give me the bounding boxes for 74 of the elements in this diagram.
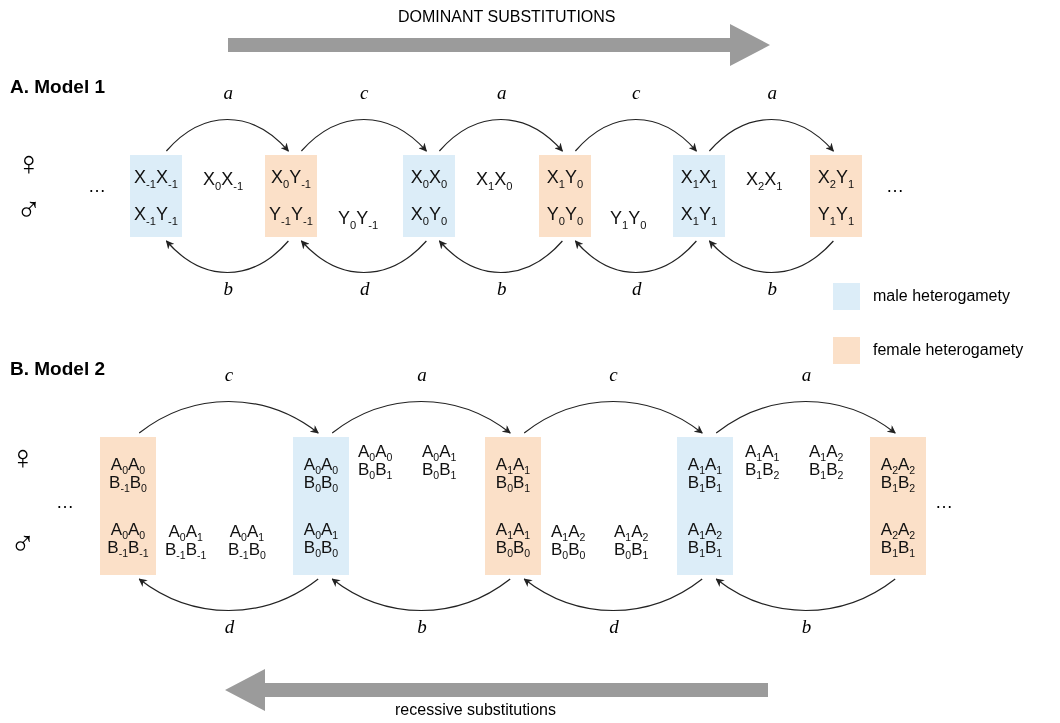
legend-text: male heterogamety xyxy=(873,287,1010,305)
genotype-text: A$_{1}$A$_{2}$ B$_{1}$B$_{1}$ xyxy=(687,520,723,557)
curved-arrow xyxy=(708,240,834,274)
curved-arrow xyxy=(438,240,563,274)
genotype-text: A$_{0}$A$_{0}$ B$_{-1}$B$_{-1}$ xyxy=(107,520,149,557)
genotype-text: X$_{2}$Y$_{1}$ xyxy=(817,168,855,187)
genotype-text: X$_{1}$X$_{1}$ xyxy=(680,168,718,187)
genotype-text: A$_{0}$A$_{1}$ B$_{0}$B$_{0}$ xyxy=(303,520,339,557)
genotype-text: X$_{1}$X$_{0}$ xyxy=(476,170,513,189)
genotype-text: X$_{1}$Y$_{0}$ xyxy=(546,168,584,187)
ellipsis: … xyxy=(935,492,953,513)
genotype-text: X$_{2}$X$_{1}$ xyxy=(746,170,783,189)
curved-arrow xyxy=(715,400,896,434)
genotype-box xyxy=(673,155,725,237)
genotype-text: Y$_{1}$Y$_{0}$ xyxy=(610,209,647,228)
curved-arrow xyxy=(165,118,289,152)
genotype-box xyxy=(265,155,317,237)
male-symbol: ♂ xyxy=(10,526,36,560)
genotype-text: A$_{1}$A$_{1}$ B$_{0}$B$_{1}$ xyxy=(495,455,531,492)
curved-arrow xyxy=(331,400,511,434)
genotype-text: A$_{0}$A$_{0}$ B$_{0}$B$_{0}$ xyxy=(303,455,339,492)
genotype-text: A$_{1}$A$_{1}$ B$_{0}$B$_{0}$ xyxy=(495,520,531,557)
curved-arrow xyxy=(165,240,289,274)
curved-arrow xyxy=(574,118,697,152)
genotype-text: A$_{0}$A$_{1}$ B$_{-1}$B$_{0}$ xyxy=(228,523,266,559)
genotype-text: X$_{0}$X$_{-1}$ xyxy=(203,170,244,189)
curved-arrow xyxy=(138,578,319,612)
genotype-text: Y$_{0}$Y$_{-1}$ xyxy=(338,209,379,228)
genotype-text: X$_{-1}$X$_{-1}$ xyxy=(134,168,178,187)
ellipsis: … xyxy=(886,176,904,197)
genotype-text: A$_{2}$A$_{2}$ B$_{1}$B$_{2}$ xyxy=(880,455,916,492)
curved-arrow xyxy=(300,240,427,274)
genotype-text: A$_{0}$A$_{1}$ B$_{0}$B$_{1}$ xyxy=(422,443,457,479)
curved-arrow xyxy=(138,400,319,434)
curved-arrow xyxy=(331,578,511,612)
genotype-text: Y$_{1}$Y$_{1}$ xyxy=(817,205,855,224)
arrow-caption: DOMINANT SUBSTITUTIONS xyxy=(398,8,616,26)
genotype-box xyxy=(130,155,182,237)
curved-arrow xyxy=(523,578,703,612)
female-symbol: ♀ xyxy=(16,146,42,180)
ellipsis: … xyxy=(88,176,106,197)
genotype-text: Y$_{0}$Y$_{0}$ xyxy=(546,205,584,224)
curved-arrow xyxy=(438,118,563,152)
female-symbol: ♀ xyxy=(10,440,36,474)
genotype-text: X$_{0}$Y$_{0}$ xyxy=(410,205,448,224)
curved-arrow xyxy=(523,400,703,434)
legend-text: female heterogamety xyxy=(873,341,1024,359)
genotype-text: A$_{1}$A$_{1}$ B$_{1}$B$_{1}$ xyxy=(687,455,723,492)
genotype-box xyxy=(810,155,862,237)
section-heading: B. Model 2 xyxy=(10,358,105,380)
genotype-box xyxy=(485,437,541,575)
curved-arrow xyxy=(708,118,834,152)
genotype-text: A$_{1}$A$_{2}$ B$_{1}$B$_{2}$ xyxy=(809,443,844,479)
curved-arrow xyxy=(715,578,896,612)
genotype-box xyxy=(539,155,591,237)
genotype-box xyxy=(403,155,455,237)
curved-arrow xyxy=(300,118,427,152)
genotype-text: X$_{0}$X$_{0}$ xyxy=(410,168,448,187)
genotype-box xyxy=(293,437,349,575)
ellipsis: … xyxy=(56,492,74,513)
arrow-caption: recessive substitutions xyxy=(395,701,556,719)
curved-arrow xyxy=(574,240,697,274)
genotype-box xyxy=(870,437,926,575)
genotype-text: X$_{-1}$Y$_{-1}$ xyxy=(134,205,178,224)
genotype-text: A$_{2}$A$_{2}$ B$_{1}$B$_{1}$ xyxy=(880,520,916,557)
genotype-text: Y$_{-1}$Y$_{-1}$ xyxy=(269,205,313,224)
genotype-text: A$_{1}$A$_{2}$ B$_{0}$B$_{1}$ xyxy=(614,523,649,559)
genotype-box xyxy=(677,437,733,575)
genotype-text: X$_{1}$Y$_{1}$ xyxy=(680,205,718,224)
genotype-box xyxy=(100,437,156,575)
genotype-text: X$_{0}$Y$_{-1}$ xyxy=(270,168,312,187)
male-symbol: ♂ xyxy=(16,192,42,226)
genotype-text: A$_{0}$A$_{0}$ B$_{-1}$B$_{0}$ xyxy=(109,455,147,492)
section-heading: A. Model 1 xyxy=(10,76,105,98)
